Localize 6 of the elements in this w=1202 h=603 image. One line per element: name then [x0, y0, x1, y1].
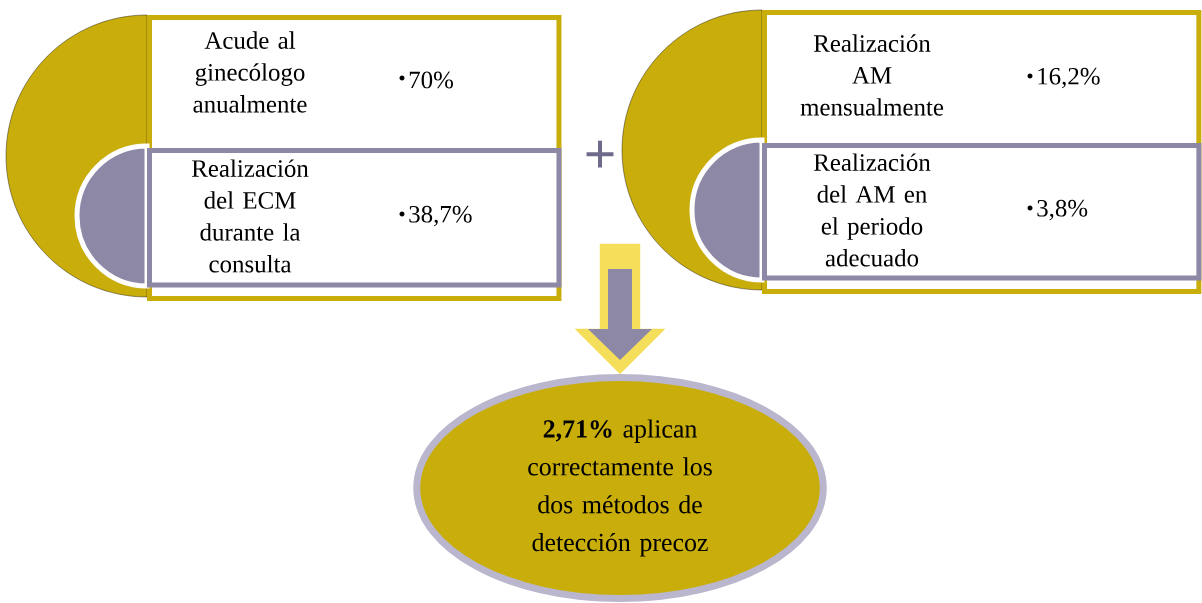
node-label: 3,8%: [1037, 199, 1088, 221]
stat-box: Realización del AM en el periodo adecuado 3,8%: [689, 137, 1202, 283]
stat-box: Realización del ECM durante la consulta 38,7%: [74, 143, 562, 289]
node-label: Realización del AM en el periodo adecuado: [813, 153, 931, 267]
block-arrow: [574, 243, 666, 375]
plus-sign: +: [586, 140, 614, 168]
